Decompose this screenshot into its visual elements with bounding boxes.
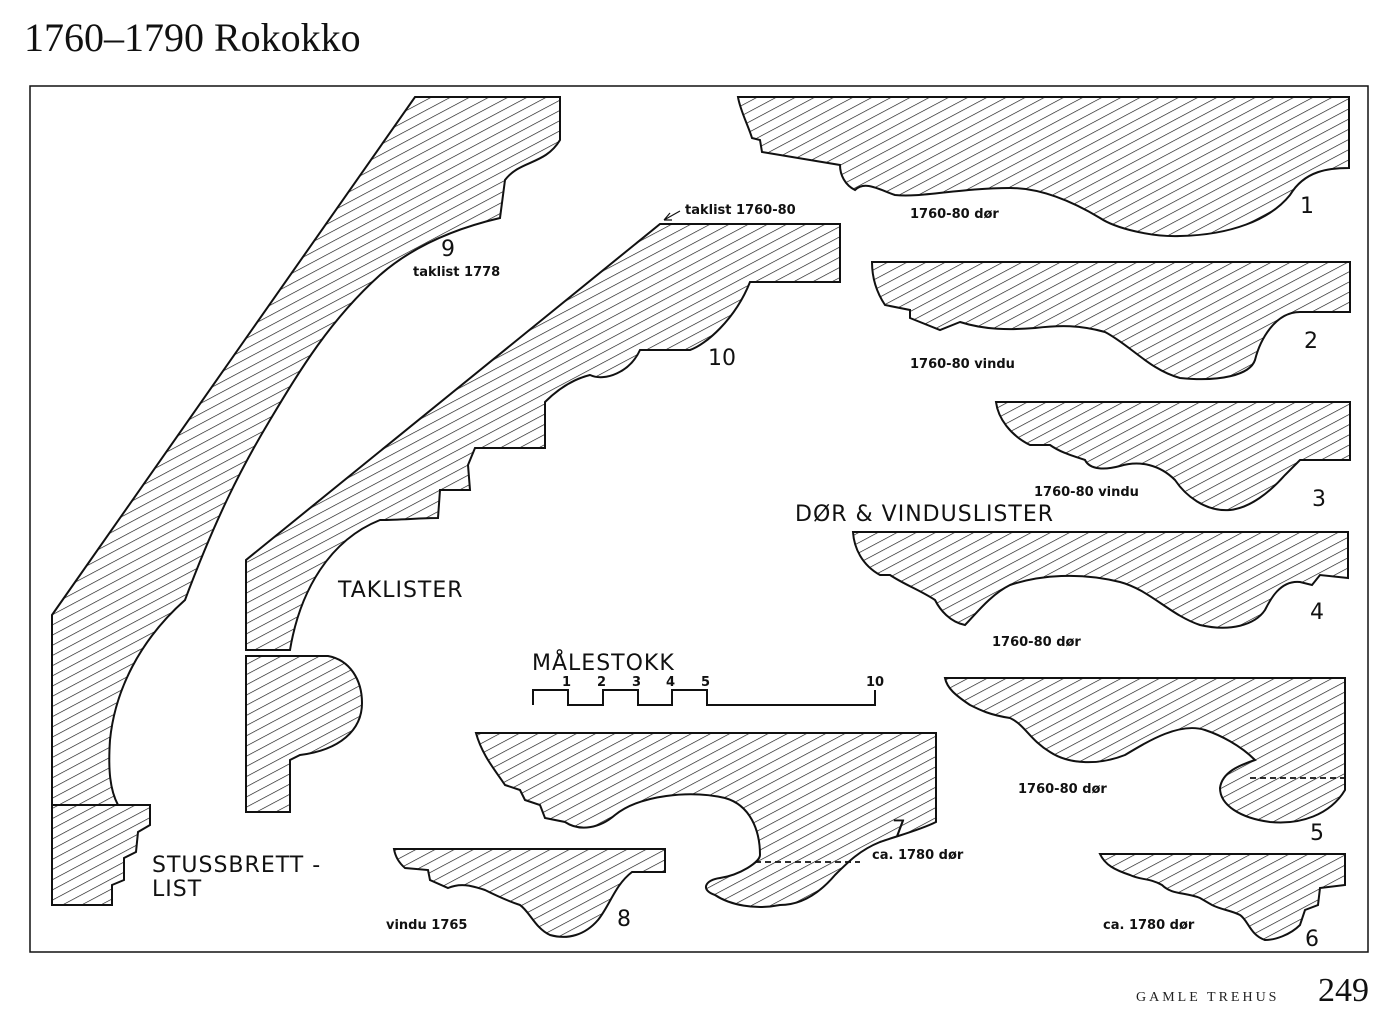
stussbrett-heading-line1: STUSSBRETT - — [152, 853, 321, 878]
profile-5-caption: 1760-80 dør — [1018, 782, 1107, 797]
profile-10-caption: taklist 1760-80 — [685, 203, 796, 218]
scale-tick-10: 10 — [866, 675, 884, 690]
dor-vinduslister-heading: DØR & VINDUSLISTER — [795, 502, 1054, 527]
profile-6-shape — [1098, 853, 1346, 942]
profile-3-caption: 1760-80 vindu — [1034, 485, 1139, 500]
malestokk-heading: MÅLESTOKK — [532, 649, 675, 676]
plate-frame — [29, 85, 1369, 953]
footer-publication: GAMLE TREHUS — [1136, 990, 1280, 1005]
profile-6-caption: ca. 1780 dør — [1103, 918, 1195, 933]
profile-8-caption: vindu 1765 — [386, 918, 467, 933]
scale-bar — [532, 689, 876, 706]
profile-1-shape — [736, 96, 1350, 238]
profile-9-number: 9 — [441, 237, 455, 262]
profile-7-shape — [474, 732, 937, 908]
profile-10-shape — [245, 223, 841, 651]
scale-tick-4: 4 — [666, 675, 675, 690]
taklister-heading: TAKLISTER — [337, 578, 464, 603]
profile-10-base-shape — [245, 655, 364, 813]
profile-3-number: 3 — [1312, 487, 1326, 512]
profile-5-number: 5 — [1310, 821, 1324, 846]
profile-7-number: 7 — [892, 817, 906, 842]
profile-4-shape — [851, 531, 1349, 629]
profile-5-shape — [943, 677, 1346, 824]
profile-4-number: 4 — [1310, 600, 1324, 625]
profile-2-number: 2 — [1304, 329, 1318, 354]
profile-8-shape — [392, 848, 666, 938]
profile-9-shape — [51, 96, 561, 806]
profile-6-number: 6 — [1305, 927, 1319, 952]
profile-10-pointer-arrow — [663, 210, 681, 221]
scale-tick-1: 1 — [562, 675, 571, 690]
stussbrett-heading-line2: LIST — [152, 877, 202, 902]
footer-page-number: 249 — [1318, 972, 1369, 1009]
scale-tick-3: 3 — [632, 675, 641, 690]
profile-1-number: 1 — [1300, 194, 1314, 219]
profile-10-number: 10 — [708, 346, 736, 371]
profile-3-shape — [994, 401, 1351, 512]
profile-7-caption: ca. 1780 dør — [872, 848, 964, 863]
profile-2-caption: 1760-80 vindu — [910, 357, 1015, 372]
profile-1-caption: 1760-80 dør — [910, 207, 999, 222]
stussbrett-profile-shape — [51, 804, 151, 906]
profile-9-caption: taklist 1778 — [413, 265, 500, 280]
page-title: 1760–1790 Rokokko — [24, 15, 361, 60]
profile-4-caption: 1760-80 dør — [992, 635, 1081, 650]
profile-2-shape — [870, 261, 1351, 381]
scale-tick-2: 2 — [597, 675, 606, 690]
profile-8-number: 8 — [617, 907, 631, 932]
scale-tick-5: 5 — [701, 675, 710, 690]
